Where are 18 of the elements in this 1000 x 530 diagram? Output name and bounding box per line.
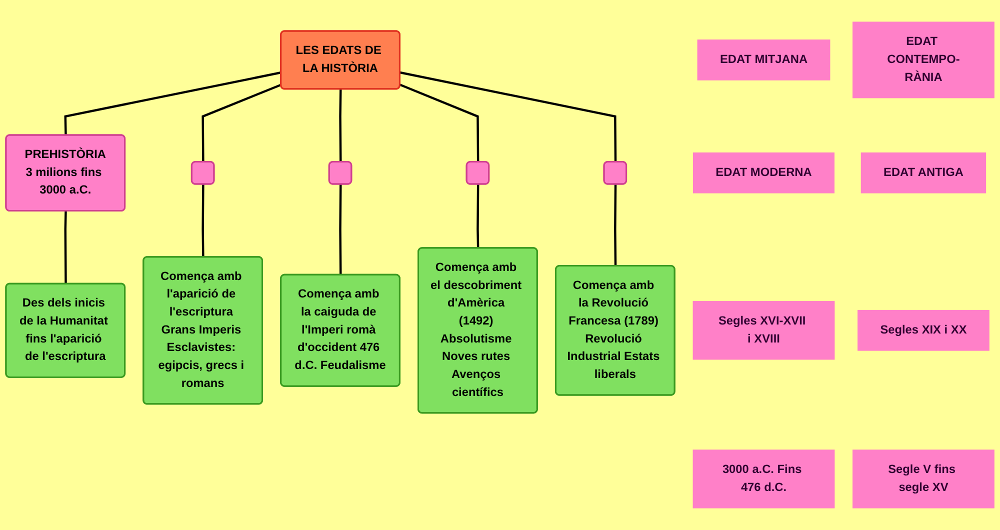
connector: [202, 184, 204, 258]
node-box: EDAT MODERNA: [692, 152, 834, 194]
connector: [202, 84, 282, 162]
connector: [339, 184, 342, 276]
connector: [400, 71, 617, 162]
node-box: Segle V fins segle XV: [852, 450, 994, 508]
node-box: EDAT MITJANA: [697, 40, 830, 80]
connector: [64, 71, 282, 136]
connector: [400, 84, 480, 162]
node-box: Segles XIX i XX: [858, 310, 990, 351]
connector: [339, 89, 342, 162]
connector: [476, 184, 480, 248]
connector: [64, 211, 67, 284]
node-box: 3000 a.C. Fins 476 d.C.: [692, 450, 835, 508]
node-box: EDAT CONTEMPO-RÀNIA: [852, 22, 994, 98]
node-box: Segles XVI-XVII i XVIII: [692, 301, 835, 360]
node-box: EDAT ANTIGA: [860, 152, 986, 194]
connector: [614, 184, 617, 266]
